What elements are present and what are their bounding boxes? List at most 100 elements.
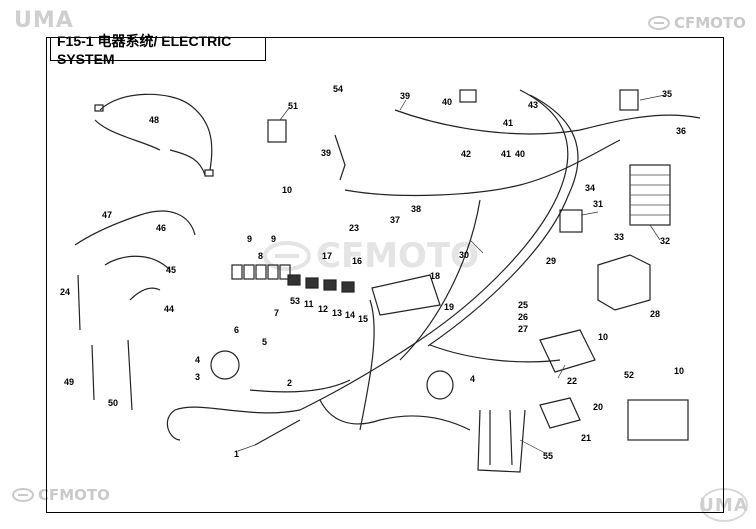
- part-label-47: 47: [102, 210, 113, 220]
- part-51-relay: [267, 119, 287, 143]
- part-label-51: 51: [288, 101, 299, 111]
- cfmoto-logo-bottom-left: CFMOTO: [12, 486, 110, 504]
- cfmoto-emblem-icon: [12, 488, 34, 502]
- part-label-21: 21: [581, 433, 592, 443]
- part-label-10c: 10: [674, 366, 685, 376]
- rod-24: [77, 274, 81, 331]
- part-35: [619, 89, 639, 111]
- part-label-41b: 41: [501, 149, 512, 159]
- part-label-9b: 9: [271, 234, 277, 244]
- part-label-31: 31: [593, 199, 604, 209]
- part-52-control-box: [627, 399, 689, 441]
- part-label-33: 33: [614, 232, 625, 242]
- part-label-39b: 39: [321, 148, 332, 158]
- part-label-6: 6: [234, 325, 240, 335]
- cfmoto-wordmark: CFMOTO: [674, 14, 746, 32]
- part-1-sensor: [254, 419, 301, 446]
- part-label-10: 10: [282, 185, 293, 195]
- part-label-30: 30: [459, 250, 470, 260]
- part-label-1: 1: [234, 449, 240, 459]
- part-22-ecu: [539, 329, 596, 373]
- rod-50: [127, 339, 133, 411]
- part-label-28: 28: [650, 309, 661, 319]
- part-label-40b: 40: [515, 149, 526, 159]
- part-4-horn-left: [210, 350, 240, 380]
- part-label-17: 17: [322, 251, 333, 261]
- part-label-45: 45: [166, 265, 177, 275]
- part-label-34: 34: [585, 183, 596, 193]
- part-label-19: 19: [444, 302, 455, 312]
- part-label-13: 13: [332, 308, 343, 318]
- part-18-bracket: [371, 274, 441, 316]
- part-label-22: 22: [567, 376, 578, 386]
- part-label-52: 52: [624, 370, 635, 380]
- part-label-14: 14: [345, 310, 356, 320]
- part-label-4b: 4: [470, 374, 476, 384]
- part-label-43: 43: [528, 100, 539, 110]
- uma-logo-top-left: UMA: [14, 8, 74, 33]
- sub-harness-48: [94, 93, 214, 177]
- part-label-54: 54: [333, 84, 344, 94]
- cfmoto-logo-top-right: CFMOTO: [648, 14, 746, 32]
- cfmoto-watermark-emblem-icon: [263, 241, 311, 271]
- part-label-16: 16: [352, 256, 363, 266]
- part-label-2: 2: [287, 378, 293, 388]
- connectors-53: [287, 274, 355, 293]
- part-31-starter-relay: [559, 209, 583, 233]
- part-label-55: 55: [543, 451, 554, 461]
- part-label-32: 32: [660, 236, 671, 246]
- cable-44: [129, 287, 161, 301]
- page-title: F15-1 电器系统/ ELECTRIC SYSTEM: [50, 33, 266, 67]
- part-label-37: 37: [390, 215, 401, 225]
- part-39-sensor: [334, 134, 346, 181]
- diagram-frame: [46, 37, 724, 513]
- part-label-46: 46: [156, 223, 167, 233]
- part-label-50: 50: [108, 398, 119, 408]
- part-label-25: 25: [518, 300, 529, 310]
- part-label-18: 18: [430, 271, 441, 281]
- part-28-battery: [597, 254, 651, 311]
- part-label-10b: 10: [598, 332, 609, 342]
- part-label-40: 40: [442, 97, 453, 107]
- part-label-42: 42: [461, 149, 472, 159]
- part-label-9: 9: [247, 234, 253, 244]
- cfmoto-emblem-icon: [648, 16, 670, 30]
- part-label-4: 4: [195, 355, 201, 365]
- part-4-horn-right: [426, 370, 454, 400]
- part-label-26: 26: [518, 312, 529, 322]
- part-label-49: 49: [64, 377, 75, 387]
- main-wire-harness: [166, 89, 701, 441]
- part-label-36: 36: [676, 126, 687, 136]
- part-label-5: 5: [262, 337, 268, 347]
- part-label-27: 27: [518, 324, 529, 334]
- part-label-48: 48: [149, 115, 160, 125]
- part-55-bracket: [477, 409, 526, 473]
- rod-49: [91, 344, 95, 401]
- part-label-15: 15: [358, 314, 369, 324]
- cable-45: [104, 255, 171, 271]
- cfmoto-wordmark: CFMOTO: [38, 486, 110, 504]
- fuse-block-8: [231, 264, 291, 280]
- part-label-38: 38: [411, 204, 422, 214]
- part-label-7: 7: [274, 308, 280, 318]
- part-label-44: 44: [164, 304, 175, 314]
- cfmoto-watermark-wordmark: CFMOTO: [316, 236, 480, 276]
- part-label-35: 35: [662, 89, 673, 99]
- part-label-20: 20: [593, 402, 604, 412]
- leader-lines: [237, 94, 666, 455]
- part-label-41: 41: [503, 118, 514, 128]
- part-label-8: 8: [258, 251, 264, 261]
- cfmoto-watermark: CFMOTO: [262, 236, 479, 276]
- cable-47: [74, 210, 196, 246]
- part-20: [539, 397, 581, 429]
- part-label-11: 11: [304, 299, 314, 309]
- part-label-29: 29: [546, 256, 557, 266]
- part-label-23: 23: [349, 223, 360, 233]
- part-label-39: 39: [400, 91, 411, 101]
- part-label-3: 3: [195, 372, 201, 382]
- part-label-53: 53: [290, 296, 301, 306]
- part-40: [459, 89, 477, 103]
- part-label-12: 12: [318, 304, 329, 314]
- part-label-24: 24: [60, 287, 71, 297]
